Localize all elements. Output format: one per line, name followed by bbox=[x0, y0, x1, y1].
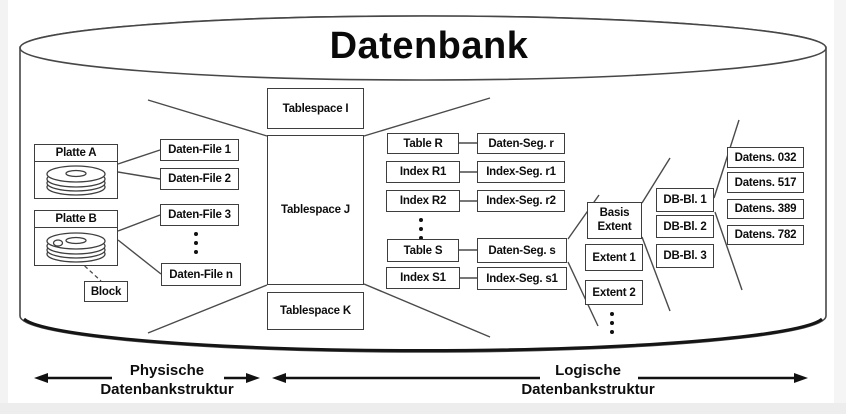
db-block-2-box: DB-Bl. 2 bbox=[656, 215, 714, 238]
daten-file-n-box: Daten-File n bbox=[161, 263, 241, 286]
ellipsis-dots bbox=[419, 215, 423, 243]
arrowhead-right-logical bbox=[794, 373, 808, 383]
arrowhead-left-logical bbox=[272, 373, 286, 383]
platte-a-label: Platte A bbox=[35, 145, 117, 162]
daten-seg-r-box: Daten-Seg. r bbox=[477, 133, 565, 154]
table-s-box: Table S bbox=[387, 239, 459, 262]
disk-icon bbox=[35, 162, 117, 198]
page-margin-left bbox=[0, 0, 8, 414]
extent-2-box: Extent 2 bbox=[585, 280, 643, 305]
db-block-3-box: DB-Bl. 3 bbox=[656, 244, 714, 268]
physical-structure-line1: Physische bbox=[129, 362, 205, 379]
logical-structure-line2: Datenbankstruktur bbox=[521, 381, 655, 398]
index-s1-box: Index S1 bbox=[386, 267, 460, 289]
tablespace-j-box: Tablespace J bbox=[267, 135, 364, 285]
basis-extent-box: Basis Extent bbox=[587, 202, 642, 239]
record-032-box: Datens. 032 bbox=[727, 147, 804, 168]
tablespace-i-box: Tablespace I bbox=[267, 88, 364, 129]
record-517-box: Datens. 517 bbox=[727, 172, 804, 193]
basis-extent-line2: Extent bbox=[597, 220, 632, 233]
index-seg-r2-box: Index-Seg. r2 bbox=[477, 190, 565, 212]
daten-seg-s-box: Daten-Seg. s bbox=[477, 238, 567, 263]
index-r1-box: Index R1 bbox=[386, 161, 460, 183]
index-r2-box: Index R2 bbox=[386, 190, 460, 212]
index-seg-r1-box: Index-Seg. r1 bbox=[477, 161, 565, 183]
database-title: Datenbank bbox=[329, 25, 529, 67]
daten-file-3-box: Daten-File 3 bbox=[160, 204, 239, 226]
extent-1-box: Extent 1 bbox=[585, 244, 643, 271]
ellipsis-dots bbox=[194, 229, 198, 257]
physical-structure-line2: Datenbankstruktur bbox=[100, 381, 234, 398]
logical-structure-label: Logische Datenbankstruktur bbox=[508, 361, 668, 399]
table-r-box: Table R bbox=[387, 133, 459, 154]
daten-file-1-box: Daten-File 1 bbox=[160, 139, 239, 161]
arrowhead-right-physical bbox=[246, 373, 260, 383]
basis-extent-line1: Basis bbox=[599, 207, 630, 220]
tablespace-k-box: Tablespace K bbox=[267, 292, 364, 330]
disk-platte-b: Platte B bbox=[34, 210, 118, 266]
platte-b-label: Platte B bbox=[35, 211, 117, 228]
ellipsis-dots bbox=[610, 309, 614, 337]
logical-structure-line1: Logische bbox=[555, 362, 621, 379]
db-block-1-box: DB-Bl. 1 bbox=[656, 188, 714, 212]
page-margin-right bbox=[834, 0, 846, 414]
disk-icon bbox=[35, 228, 117, 265]
arrowhead-left-physical bbox=[34, 373, 48, 383]
block-box: Block bbox=[84, 281, 128, 302]
page-margin-bottom bbox=[0, 403, 846, 414]
block-marker-icon bbox=[52, 238, 63, 247]
daten-file-2-box: Daten-File 2 bbox=[160, 168, 239, 190]
disk-platte-a: Platte A bbox=[34, 144, 118, 199]
index-seg-s1-box: Index-Seg. s1 bbox=[477, 267, 567, 290]
physical-structure-label: Physische Datenbankstruktur bbox=[87, 361, 247, 399]
span-arrows bbox=[34, 373, 808, 383]
record-782-box: Datens. 782 bbox=[727, 225, 804, 245]
record-389-box: Datens. 389 bbox=[727, 199, 804, 219]
